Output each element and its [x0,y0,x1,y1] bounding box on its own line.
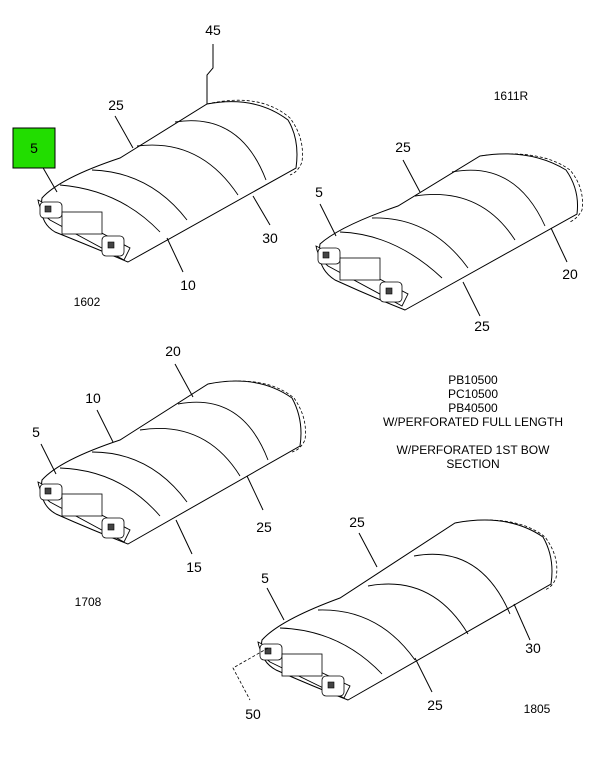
callout-25: 25 [349,514,365,530]
highlighted-callout-box[interactable] [12,127,56,169]
callout-25-top: 25 [395,139,411,155]
note-line-3: PB40500 [448,401,498,415]
note-line-6: W/PERFORATED 1ST BOW [397,443,551,457]
callout-20: 20 [165,343,181,359]
callout-25-bottom: 25 [474,318,490,334]
figure-1611r: 25 5 20 25 1611R [315,89,583,334]
callout-25: 25 [256,519,272,535]
callout-50: 50 [245,706,261,722]
note-line-4: W/PERFORATED FULL LENGTH [383,415,563,429]
note-line-1: PB10500 [448,373,498,387]
callout-45: 45 [205,22,221,38]
callout-5: 5 [261,570,269,586]
notes-block: PB10500 PC10500 PB40500 W/PERFORATED FUL… [383,373,563,471]
figure-1708: 20 10 5 25 15 1708 [32,343,306,609]
note-line-7: SECTION [446,457,499,471]
callout-5: 5 [32,424,40,440]
callout-5: 5 [315,184,323,200]
figure-1602: 45 25 5 30 10 1602 [12,22,303,309]
figure-1805: 25 5 30 50 25 1805 [232,514,558,722]
callout-30: 30 [262,230,278,246]
figure-id-1611r: 1611R [494,89,529,103]
callout-20: 20 [562,266,578,282]
callout-10: 10 [180,277,196,293]
figure-id-1805: 1805 [524,702,551,716]
note-line-2: PC10500 [448,387,498,401]
figure-id-1708: 1708 [75,595,102,609]
callout-5-highlighted[interactable]: 5 [30,140,38,156]
callout-10: 10 [85,390,101,406]
callout-15: 15 [186,559,202,575]
figure-id-1602: 1602 [74,295,101,309]
callout-25-bottom: 25 [427,697,443,713]
callout-25: 25 [108,97,124,113]
callout-30: 30 [525,640,541,656]
